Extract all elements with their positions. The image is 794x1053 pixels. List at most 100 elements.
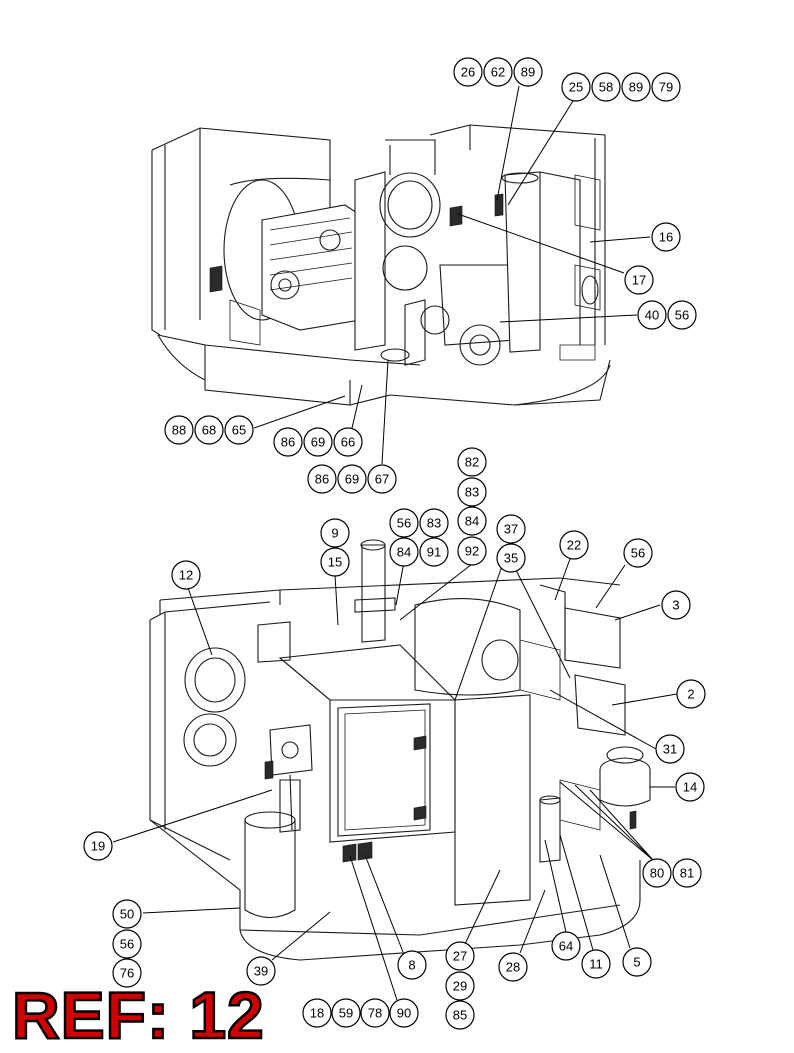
svg-text:76: 76 bbox=[120, 966, 134, 981]
callout-86b: 86 bbox=[307, 464, 337, 494]
callout-67: 67 bbox=[367, 464, 397, 494]
callout-84: 84 bbox=[457, 506, 487, 536]
callout-39: 39 bbox=[246, 956, 276, 986]
svg-text:17: 17 bbox=[632, 273, 646, 288]
callout-64: 64 bbox=[551, 931, 581, 961]
svg-text:81: 81 bbox=[680, 866, 694, 881]
callout-2: 2 bbox=[676, 679, 706, 709]
callout-9: 9 bbox=[320, 518, 350, 548]
svg-text:3: 3 bbox=[672, 598, 679, 613]
callout-89b: 89 bbox=[621, 72, 651, 102]
callout-59: 59 bbox=[331, 998, 361, 1028]
svg-text:89: 89 bbox=[521, 65, 535, 80]
callout-76: 76 bbox=[112, 958, 142, 988]
callout-56c: 56 bbox=[389, 508, 419, 538]
bottom-assembly-drawing bbox=[149, 539, 651, 961]
callout-68: 68 bbox=[194, 415, 224, 445]
callout-66: 66 bbox=[333, 427, 363, 457]
svg-text:90: 90 bbox=[397, 1006, 411, 1021]
callout-29: 29 bbox=[445, 971, 475, 1001]
callout-91: 91 bbox=[419, 537, 449, 567]
svg-text:25: 25 bbox=[569, 80, 583, 95]
svg-text:78: 78 bbox=[368, 1006, 382, 1021]
svg-text:85: 85 bbox=[453, 1008, 467, 1023]
callout-35: 35 bbox=[496, 543, 526, 573]
svg-text:79: 79 bbox=[659, 80, 673, 95]
svg-text:59: 59 bbox=[339, 1006, 353, 1021]
svg-text:65: 65 bbox=[232, 423, 246, 438]
svg-text:5: 5 bbox=[633, 955, 640, 970]
svg-text:12: 12 bbox=[179, 568, 193, 583]
callout-83: 83 bbox=[457, 477, 487, 507]
callout-81: 81 bbox=[672, 858, 702, 888]
svg-text:2: 2 bbox=[687, 687, 694, 702]
callout-80: 80 bbox=[642, 858, 672, 888]
svg-text:82: 82 bbox=[465, 455, 479, 470]
svg-text:29: 29 bbox=[453, 979, 467, 994]
callout-85: 85 bbox=[445, 1000, 475, 1030]
svg-text:89: 89 bbox=[629, 80, 643, 95]
callout-5: 5 bbox=[622, 947, 652, 977]
bottom-leader-lines bbox=[112, 539, 678, 1001]
svg-text:58: 58 bbox=[599, 80, 613, 95]
callout-14: 14 bbox=[675, 772, 705, 802]
top-assembly-drawing bbox=[151, 124, 611, 406]
svg-text:64: 64 bbox=[559, 939, 573, 954]
callout-88: 88 bbox=[164, 415, 194, 445]
svg-text:18: 18 bbox=[310, 1006, 324, 1021]
svg-text:22: 22 bbox=[567, 538, 581, 553]
callout-83b: 83 bbox=[419, 508, 449, 538]
svg-text:83: 83 bbox=[427, 516, 441, 531]
callout-31: 31 bbox=[655, 734, 685, 764]
svg-text:86: 86 bbox=[315, 472, 329, 487]
svg-text:26: 26 bbox=[461, 65, 475, 80]
svg-text:19: 19 bbox=[91, 839, 105, 854]
callout-3: 3 bbox=[661, 590, 691, 620]
svg-text:66: 66 bbox=[341, 435, 355, 450]
callout-56d: 56 bbox=[623, 538, 653, 568]
svg-text:84: 84 bbox=[397, 545, 411, 560]
svg-text:62: 62 bbox=[491, 65, 505, 80]
callout-92: 92 bbox=[457, 536, 487, 566]
svg-text:31: 31 bbox=[663, 742, 677, 757]
svg-text:27: 27 bbox=[453, 949, 467, 964]
callout-84b: 84 bbox=[389, 537, 419, 567]
svg-text:56: 56 bbox=[631, 546, 645, 561]
callout-65: 65 bbox=[224, 415, 254, 445]
svg-text:15: 15 bbox=[328, 555, 342, 570]
callout-86: 86 bbox=[273, 427, 303, 457]
callout-16: 16 bbox=[651, 222, 681, 252]
callout-50: 50 bbox=[112, 899, 142, 929]
callout-78: 78 bbox=[360, 998, 390, 1028]
svg-text:37: 37 bbox=[504, 522, 518, 537]
callout-22: 22 bbox=[559, 530, 589, 560]
callout-25: 25 bbox=[561, 72, 591, 102]
callout-17: 17 bbox=[624, 265, 654, 295]
callout-79: 79 bbox=[651, 72, 681, 102]
svg-text:84: 84 bbox=[465, 514, 479, 529]
reference-label: REF: 12 bbox=[11, 978, 265, 1052]
svg-text:88: 88 bbox=[172, 423, 186, 438]
svg-text:83: 83 bbox=[465, 485, 479, 500]
svg-text:68: 68 bbox=[202, 423, 216, 438]
svg-text:16: 16 bbox=[659, 230, 673, 245]
svg-text:80: 80 bbox=[650, 866, 664, 881]
svg-text:35: 35 bbox=[504, 551, 518, 566]
callout-90: 90 bbox=[389, 998, 419, 1028]
svg-text:91: 91 bbox=[427, 545, 441, 560]
svg-text:56: 56 bbox=[675, 308, 689, 323]
callout-19: 19 bbox=[83, 831, 113, 861]
svg-text:67: 67 bbox=[375, 472, 389, 487]
callout-27: 27 bbox=[445, 941, 475, 971]
svg-text:56: 56 bbox=[397, 516, 411, 531]
callout-15: 15 bbox=[320, 547, 350, 577]
callout-89: 89 bbox=[513, 57, 543, 87]
svg-text:8: 8 bbox=[408, 958, 415, 973]
callout-37: 37 bbox=[496, 514, 526, 544]
svg-text:92: 92 bbox=[465, 544, 479, 559]
callout-28: 28 bbox=[498, 952, 528, 982]
svg-text:11: 11 bbox=[589, 957, 603, 972]
svg-text:69: 69 bbox=[345, 472, 359, 487]
svg-text:14: 14 bbox=[683, 780, 697, 795]
